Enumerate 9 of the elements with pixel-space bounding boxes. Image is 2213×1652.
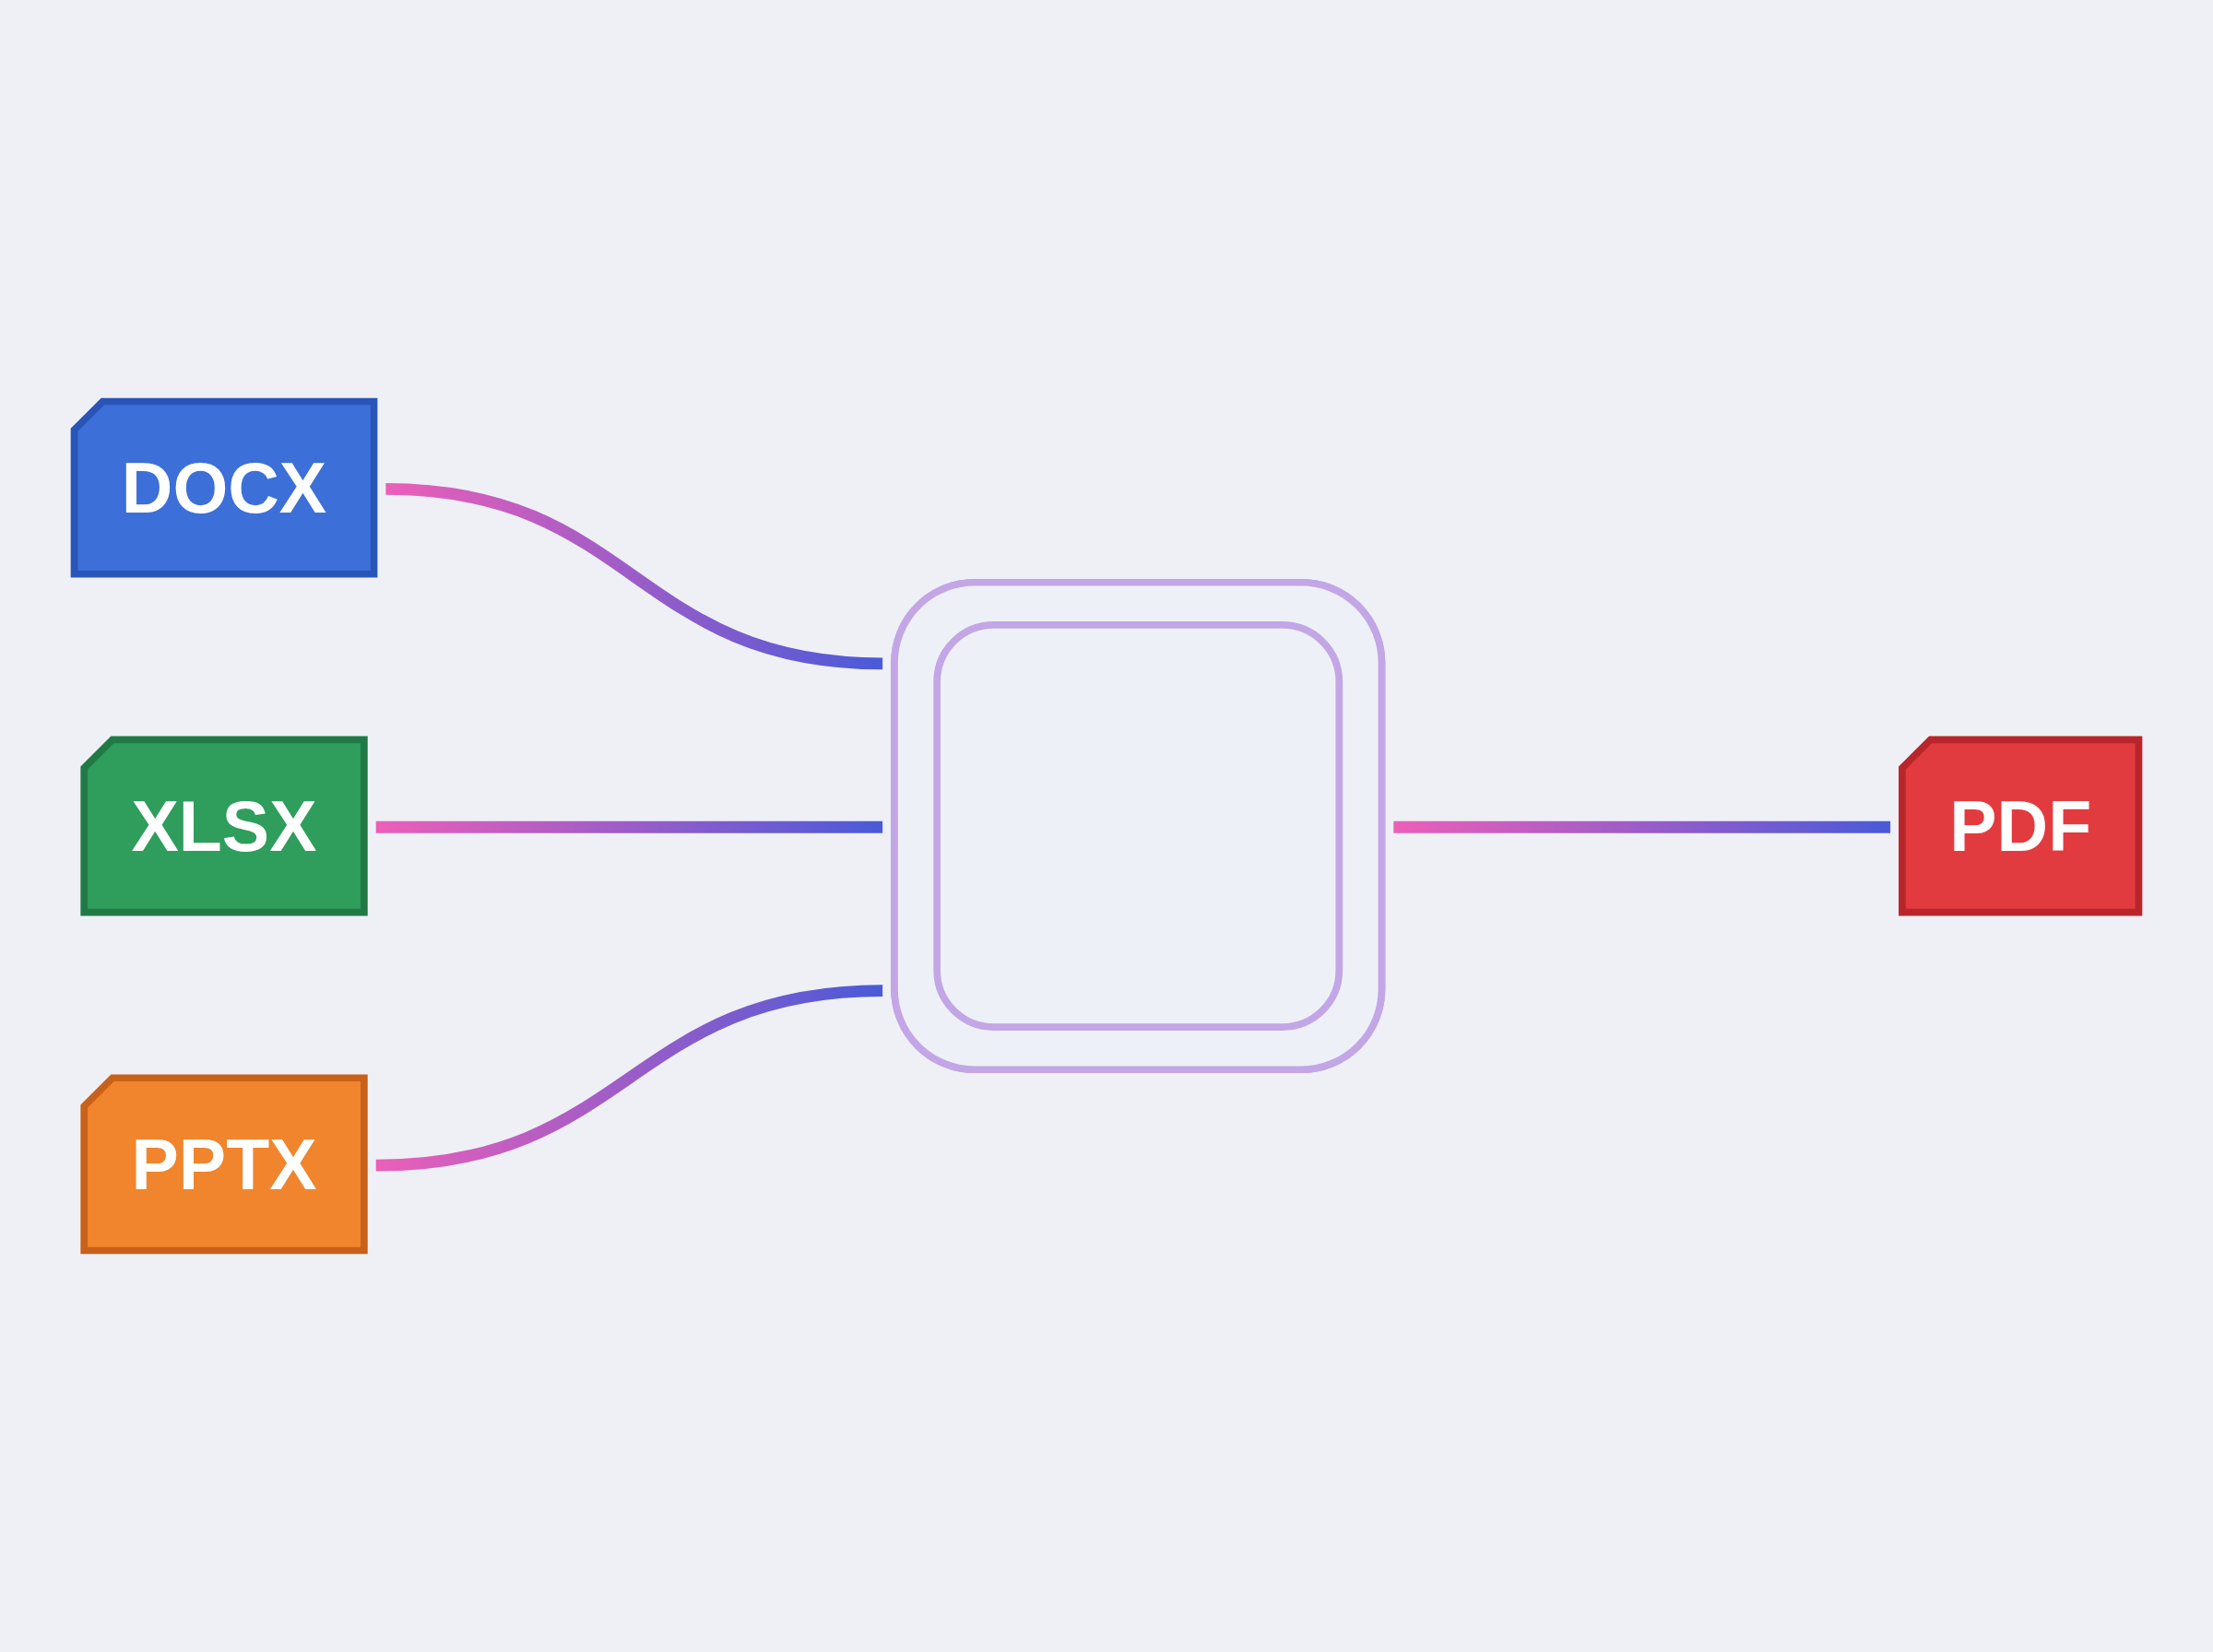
connector-line: [375, 820, 883, 833]
hub-box: [891, 578, 1386, 1074]
document-card: DOCX: [70, 397, 378, 578]
document-card: PDF: [1899, 736, 2143, 916]
connector-line: [375, 985, 883, 1172]
document-card: PPTX: [80, 1074, 368, 1255]
connector-line: [1393, 820, 1891, 833]
document-card: XLSX: [80, 736, 368, 916]
connector-line: [385, 483, 883, 670]
